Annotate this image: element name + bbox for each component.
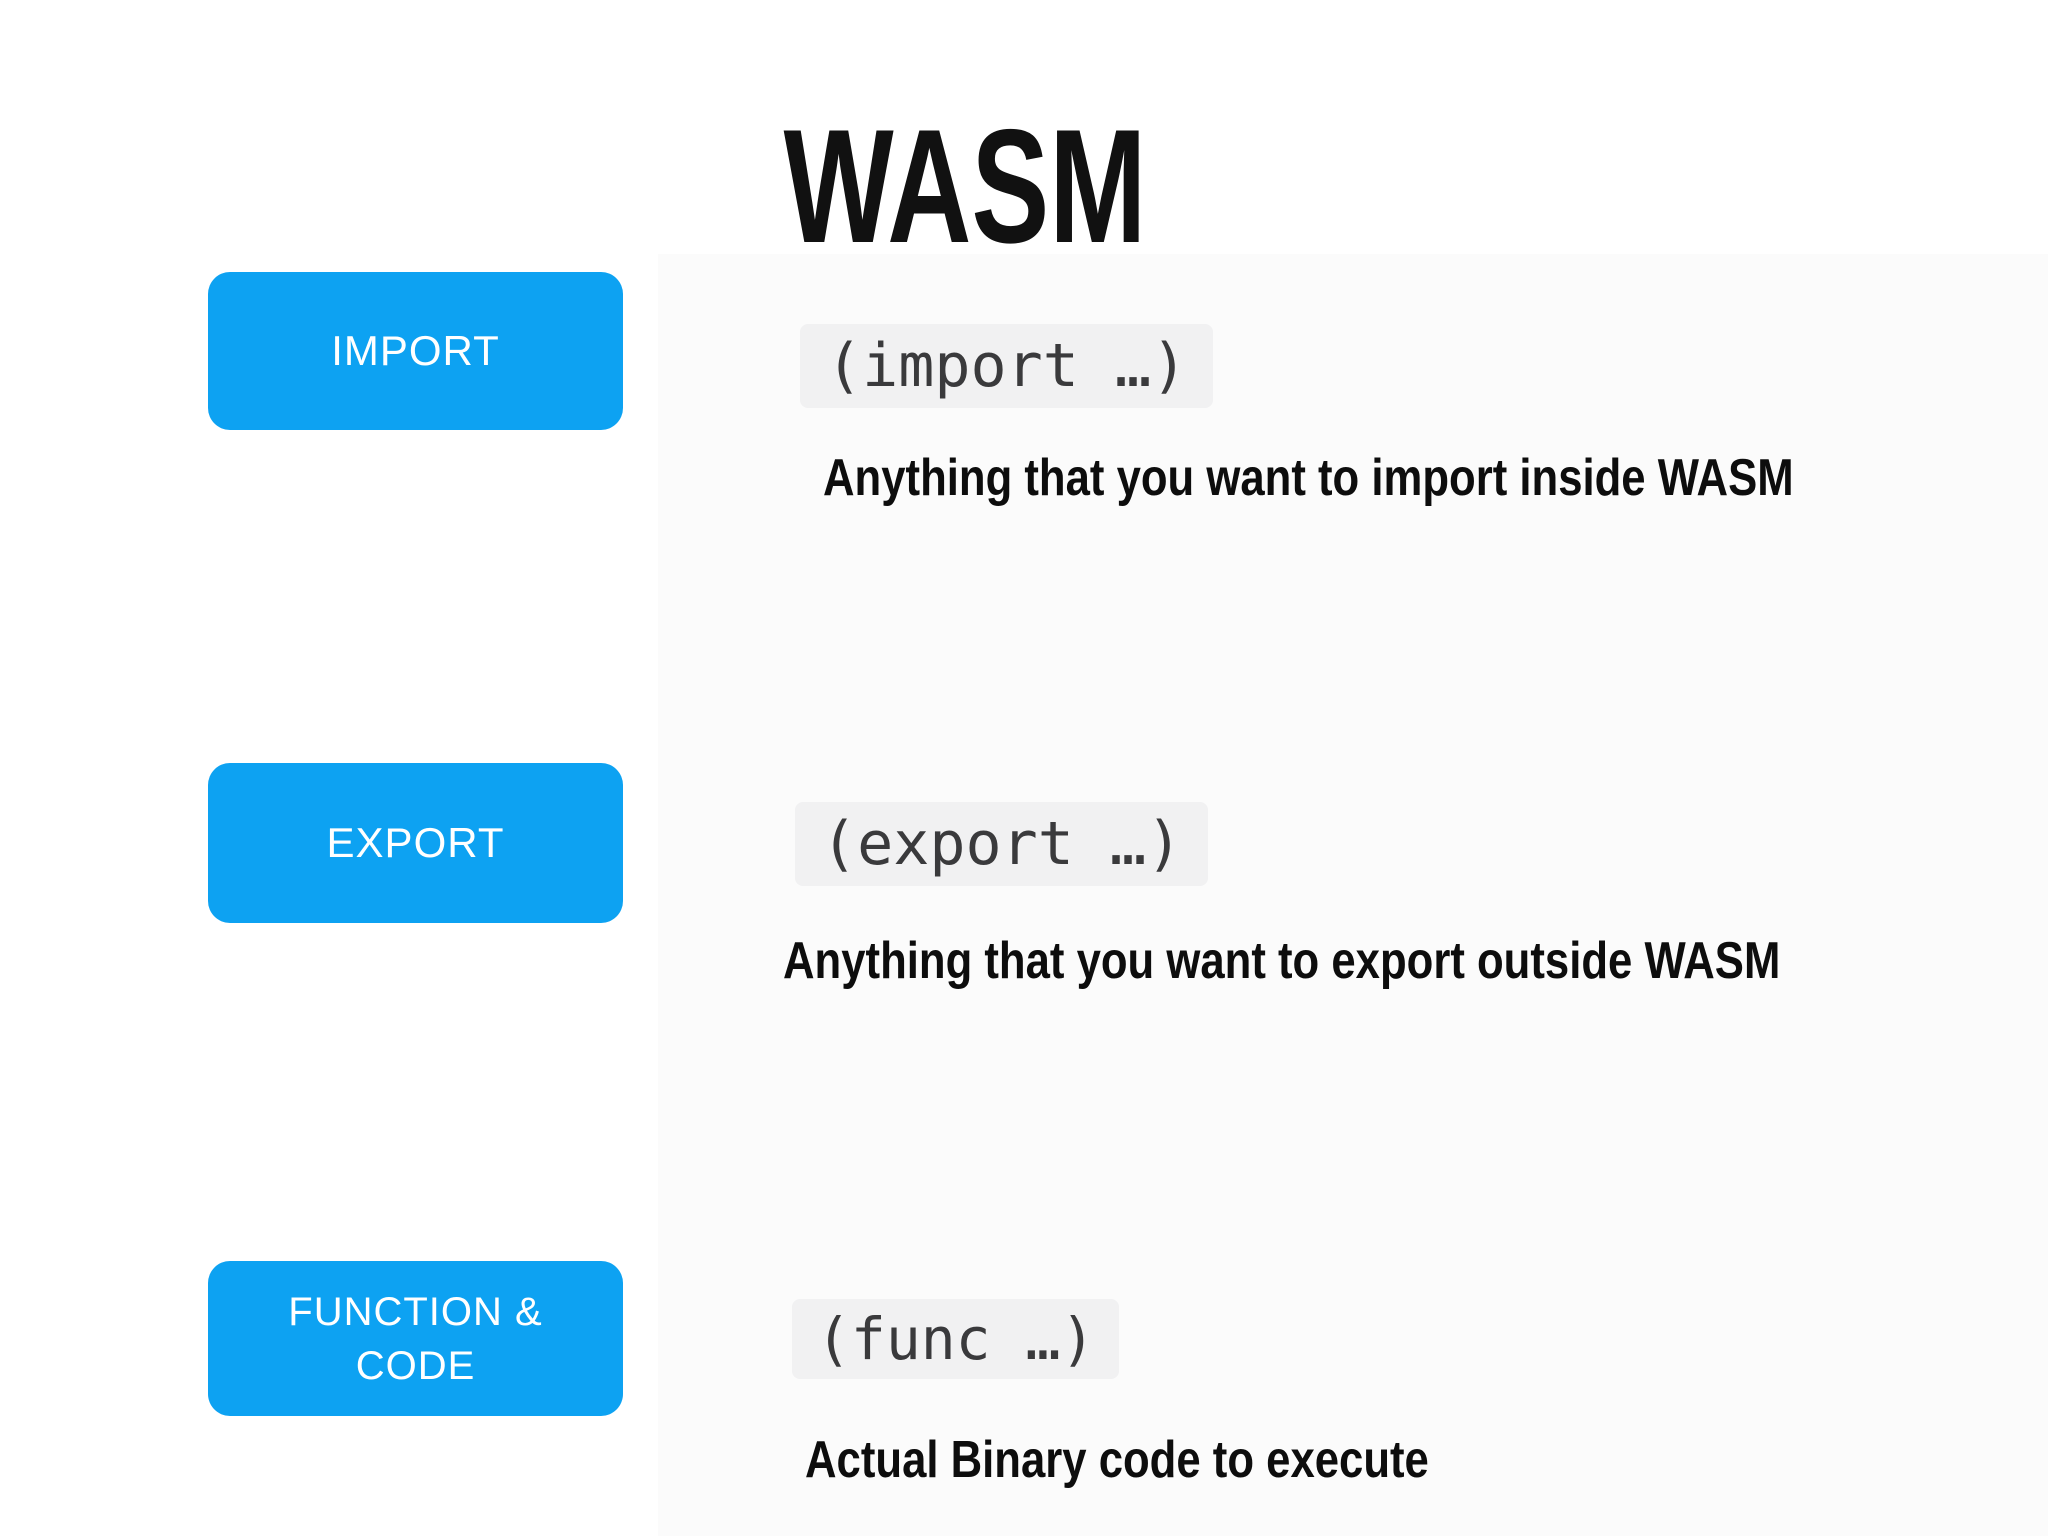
import-code-text: (import …) <box>826 331 1188 401</box>
page-title: WASM <box>655 106 1275 268</box>
export-description-text: Anything that you want to export outside… <box>783 932 1781 990</box>
import-description-text: Anything that you want to import inside … <box>823 449 1794 507</box>
function-code-node: FUNCTION & CODE <box>208 1261 623 1416</box>
import-node-label: IMPORT <box>331 327 500 374</box>
export-description: Anything that you want to export outside… <box>783 933 1970 989</box>
export-node: EXPORT <box>208 763 623 923</box>
function-code-description-text: Actual Binary code to execute <box>805 1431 1429 1489</box>
import-code-snippet: (import …) <box>800 324 1214 408</box>
export-code-text: (export …) <box>821 809 1183 879</box>
function-code-node-label: FUNCTION & CODE <box>288 1289 543 1388</box>
export-code-snippet: (export …) <box>795 802 1209 886</box>
function-code-snippet: (func …) <box>792 1299 1120 1379</box>
export-node-label: EXPORT <box>326 819 505 866</box>
function-code-description: Actual Binary code to execute <box>805 1432 1548 1488</box>
import-description: Anything that you want to import inside … <box>823 450 1979 506</box>
import-node: IMPORT <box>208 272 623 430</box>
page-title-text: WASM <box>783 96 1147 277</box>
function-code-text: (func …) <box>816 1305 1096 1373</box>
